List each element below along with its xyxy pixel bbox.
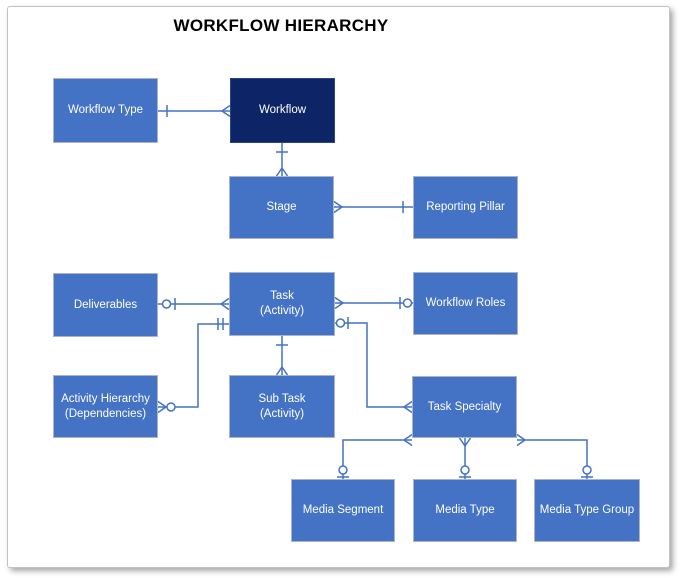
entity-label: Stage [266, 201, 297, 214]
entity-label: Task (Activity) [259, 290, 305, 317]
cardinality-many-crowfoot [403, 433, 413, 447]
cardinality-many-crowfoot [334, 296, 344, 310]
entity-sub-task[interactable]: Sub Task (Activity) [229, 375, 335, 438]
connector-task-task-specialty [335, 317, 413, 414]
connector-task-specialty-media-type-group [516, 433, 593, 479]
cardinality-many-crowfoot [275, 167, 289, 177]
connector-workflow-stage [275, 143, 289, 177]
entity-media-type-group[interactable]: Media Type Group [534, 479, 640, 542]
cardinality-many-crowfoot [458, 437, 472, 447]
cardinality-many-crowfoot [275, 366, 289, 376]
connector-task-workflow-roles [334, 296, 413, 310]
entity-label: Reporting Pillar [426, 201, 505, 214]
cardinality-many-crowfoot [403, 400, 413, 414]
cardinality-zero-circle [166, 402, 176, 412]
entity-label: Media Type Group [539, 504, 635, 517]
cardinality-zero-circle [402, 298, 413, 308]
connector-workflow-type-workflow [158, 104, 231, 118]
connector-line [517, 439, 588, 479]
connector-task-specialty-media-type [458, 437, 472, 479]
cardinality-zero-circle [460, 465, 470, 475]
cardinality-many-crowfoot [516, 433, 526, 447]
entity-label: Sub Task (Activity) [258, 392, 306, 420]
entity-task-specialty[interactable]: Task Specialty [412, 376, 517, 438]
entity-label: Media Segment [302, 504, 384, 517]
entity-media-segment[interactable]: Media Segment [291, 479, 395, 542]
cardinality-zero-circle [161, 299, 172, 309]
cardinality-many-crowfoot [333, 200, 343, 214]
cardinality-many-crowfoot [157, 400, 167, 414]
connector-task-specialty-media-segment [337, 433, 413, 479]
cardinality-zero-circle [582, 465, 592, 475]
entity-reporting-pillar[interactable]: Reporting Pillar [413, 176, 518, 239]
diagram-title: WORKFLOW HIERARCHY [173, 16, 389, 35]
cardinality-many-crowfoot [220, 297, 230, 311]
entity-workflow-roles[interactable]: Workflow Roles [413, 272, 518, 335]
entity-workflow[interactable]: Workflow [230, 78, 335, 143]
cardinality-many-crowfoot [221, 104, 231, 118]
entity-task[interactable]: Task (Activity) [229, 272, 335, 336]
entity-label: Activity Hierarchy (Dependencies) [61, 392, 150, 420]
connector-line [342, 439, 412, 479]
cardinality-zero-circle [338, 465, 348, 475]
cardinality-zero-circle [335, 318, 346, 328]
entity-media-type[interactable]: Media Type [413, 479, 517, 542]
entity-label: Deliverables [73, 298, 138, 311]
connector-task-activity-hierarchy [157, 318, 229, 414]
connector-deliverables-task [158, 297, 230, 311]
connector-stage-reporting-pillar [333, 200, 413, 214]
connector-line [335, 322, 412, 408]
entity-deliverables[interactable]: Deliverables [53, 273, 158, 337]
connector-line [158, 323, 229, 408]
entity-stage[interactable]: Stage [229, 176, 334, 239]
entity-label: Workflow Roles [425, 297, 506, 310]
entity-activity-hierarchy[interactable]: Activity Hierarchy (Dependencies) [53, 375, 158, 438]
cardinality-one-and-only-one-ticks [217, 318, 224, 330]
entity-label: Workflow Type [68, 104, 143, 117]
entity-label: Workflow [258, 104, 307, 117]
entity-label: Task Specialty [427, 400, 502, 413]
entity-workflow-type[interactable]: Workflow Type [53, 78, 158, 143]
connector-task-sub-task [275, 336, 289, 376]
entity-label: Media Type [435, 504, 495, 517]
